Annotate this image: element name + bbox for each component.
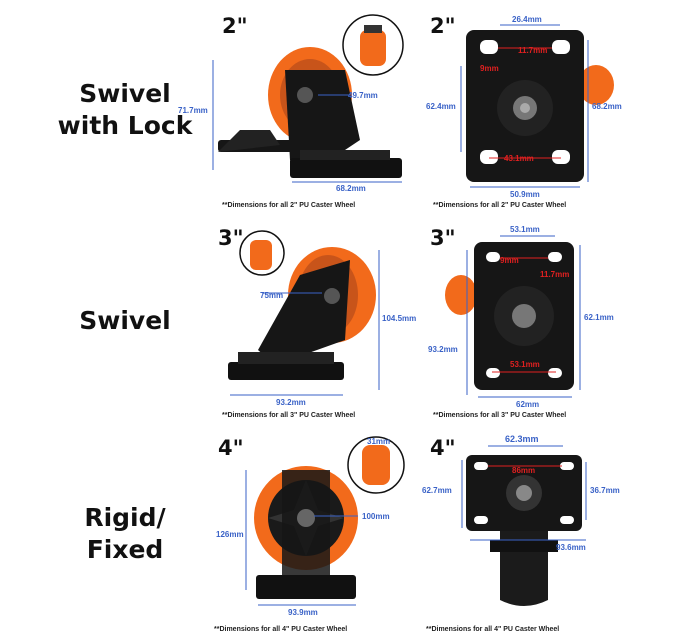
dimension-plate-length: 62.7mm (422, 486, 452, 495)
size-label: 2" (430, 14, 456, 38)
dimension-top: 26.4mm (512, 15, 542, 24)
wheel-width-inset-3in (239, 230, 285, 276)
dimension-plate-width: 93.9mm (288, 608, 318, 617)
dimension-note: **Dimensions for all 3" PU Caster Wheel (433, 412, 567, 419)
dimension-height: 104.5mm (382, 314, 417, 323)
dimension-hole-spacing: 86mm (512, 466, 536, 475)
dimension-plate-width: 68.2mm (336, 184, 366, 193)
dimension-hole-spacing: 11.7mm (518, 46, 548, 55)
dimension-wheel-diameter: 75mm (260, 291, 284, 300)
dimension-hole-size: 9mm (480, 64, 499, 73)
swivel-caster-image (228, 247, 376, 380)
dimension-plate-length: 62.1mm (584, 313, 614, 322)
size-label: 2" (222, 14, 248, 38)
row-label-line1: Swivel (79, 79, 171, 108)
row-label-rigid-fixed: Rigid/ Fixed (40, 502, 210, 566)
top-plate-3in-image (445, 242, 574, 390)
dimension-height: 71.7mm (178, 106, 208, 115)
row-label-line1: Rigid/ (84, 503, 166, 532)
dimension-note: **Dimensions for all 2" PU Caster Wheel (222, 202, 356, 209)
dimension-top: 62.3mm (505, 434, 539, 444)
rigid-caster-image (254, 466, 358, 599)
dimension-plate-width: 93.2mm (276, 398, 306, 407)
dimension-height: 126mm (216, 530, 244, 539)
dimension-note: **Dimensions for all 2" PU Caster Wheel (433, 202, 567, 209)
dimension-wheel-diameter: 100mm (362, 512, 390, 521)
top-plate-2in-image (466, 30, 614, 182)
top-plate-4in-brake-image (466, 455, 582, 606)
dimension-note: **Dimensions for all 4" PU Caster Wheel (426, 626, 560, 633)
size-label: 3" (430, 226, 456, 250)
size-label: 3" (218, 226, 244, 250)
dimension-overall: 68.2mm (592, 102, 622, 111)
row-label-line2: with Lock (57, 111, 193, 140)
size-label: 4" (218, 436, 244, 460)
dimension-wheel-width: 31mm (367, 437, 391, 446)
dimension-overall: 93.6mm (556, 543, 586, 552)
row-label-swivel: Swivel (40, 305, 210, 337)
dimension-overall: 93.2mm (428, 345, 458, 354)
dimension-plate-width: 62mm (516, 400, 540, 409)
wheel-width-inset-2in (342, 14, 404, 76)
row-label-line1: Swivel (79, 306, 171, 335)
row-label-line2: Fixed (86, 535, 164, 564)
dimension-hole-length: 36.7mm (590, 486, 620, 495)
dimension-plate-width: 50.9mm (510, 190, 540, 199)
swivel-lock-caster-image (218, 47, 402, 178)
size-label: 4" (430, 436, 456, 460)
dimension-note: **Dimensions for all 3" PU Caster Wheel (222, 412, 356, 419)
dimension-note: **Dimensions for all 4" PU Caster Wheel (214, 626, 348, 633)
dimension-hole-size: 9mm (500, 256, 519, 265)
dimension-hole-spacing-bottom: 53.1mm (510, 360, 540, 369)
row-label-swivel-with-lock: Swivel with Lock (40, 78, 210, 142)
dimension-top: 53.1mm (510, 225, 540, 234)
dimension-plate-length: 62.4mm (426, 102, 456, 111)
wheel-width-inset-4in (347, 436, 405, 494)
dimension-wheel-diameter: 49.7mm (348, 91, 378, 100)
dimension-hole-spacing-bottom: 43.1mm (504, 154, 534, 163)
dimension-hole-spacing: 11.7mm (540, 270, 570, 279)
